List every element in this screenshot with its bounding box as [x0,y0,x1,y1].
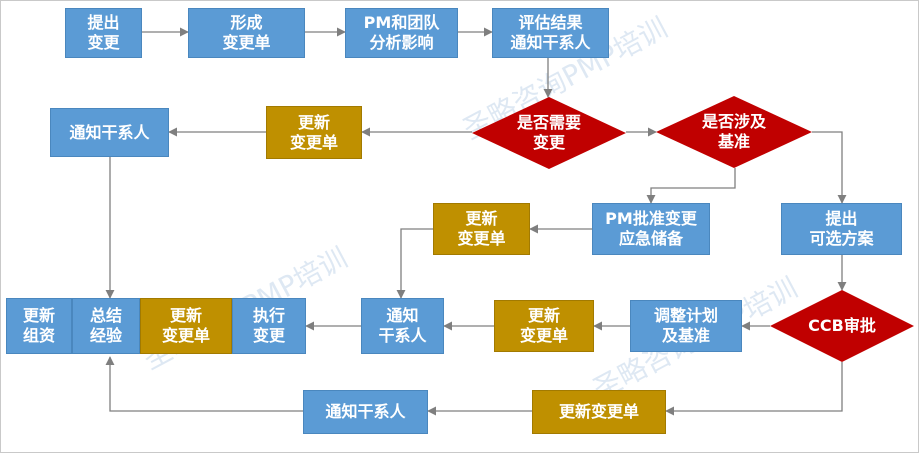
adjust-plan-baseline-box: 调整计划 及基准 [630,300,742,352]
ccb-approval-decision: CCB审批 [770,290,914,362]
need-change-decision: 是否需要 变更 [472,97,626,169]
pm-approve-reserve-box: PM批准变更 应急储备 [592,203,710,255]
update-change-log-top-box: 更新 变更单 [266,106,362,159]
pm-team-analyze-box: PM和团队 分析影响 [345,8,458,58]
update-assets-box: 更新 组资 [6,298,72,354]
decision-diamond-shape [656,96,812,168]
create-change-request-box: 形成 变更单 [188,8,305,58]
notify-stakeholders-left-box: 通知干系人 [50,108,169,157]
execute-change-box: 执行 变更 [232,298,306,354]
update-change-log-bottom-box: 更新 变更单 [140,298,232,354]
notify-stakeholders-mid-box: 通知 干系人 [361,298,444,354]
summarize-experience-box: 总结 经验 [72,298,140,354]
ccb-approval-label: CCB审批 [808,316,876,335]
decision-diamond-shape [472,97,626,169]
involves-baseline-decision: 是否涉及 基准 [656,96,812,168]
propose-options-box: 提出 可选方案 [781,203,902,255]
notify-stakeholders-bottom-box: 通知干系人 [303,390,428,434]
update-change-log-row4-box: 更新 变更单 [494,300,594,352]
update-change-log-mid-box: 更新 变更单 [433,203,530,255]
notify-stakeholders-top-box: 评估结果 通知干系人 [492,8,609,58]
propose-change-box: 提出 变更 [65,8,142,58]
decision-diamond-shape [770,290,914,362]
update-change-log-wide-box: 更新变更单 [532,390,666,434]
involves-baseline-decision-label: 是否涉及 基准 [701,112,766,151]
need-change-decision-label: 是否需要 变更 [516,113,581,152]
